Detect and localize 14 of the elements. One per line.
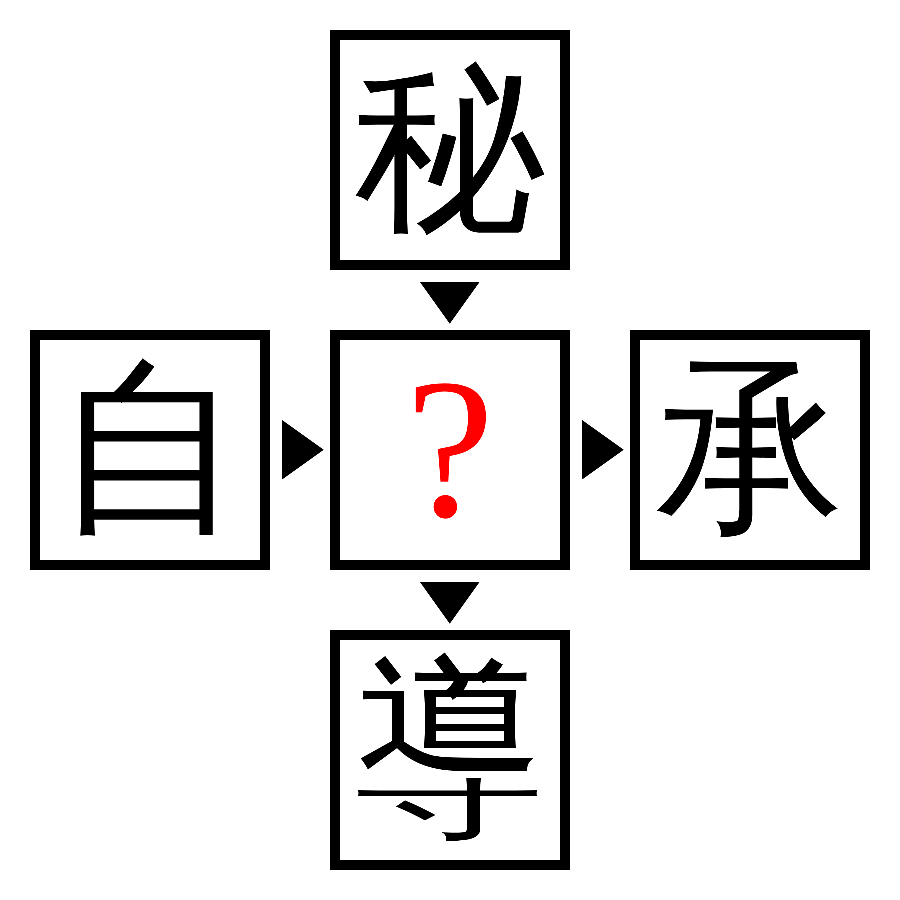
kanji-character: 秘 <box>355 55 545 245</box>
kanji-character: 承 <box>655 355 845 545</box>
arrow <box>582 420 624 480</box>
arrow <box>282 420 324 480</box>
question-mark: ? <box>406 350 494 550</box>
character-box <box>330 330 570 570</box>
character-box <box>330 630 570 870</box>
kanji-character: 自 <box>55 355 245 545</box>
arrow <box>420 582 480 624</box>
character-box <box>330 30 570 270</box>
character-box <box>30 330 270 570</box>
arrow <box>420 282 480 324</box>
kanji-character: 導 <box>355 655 545 845</box>
character-box <box>630 330 870 570</box>
